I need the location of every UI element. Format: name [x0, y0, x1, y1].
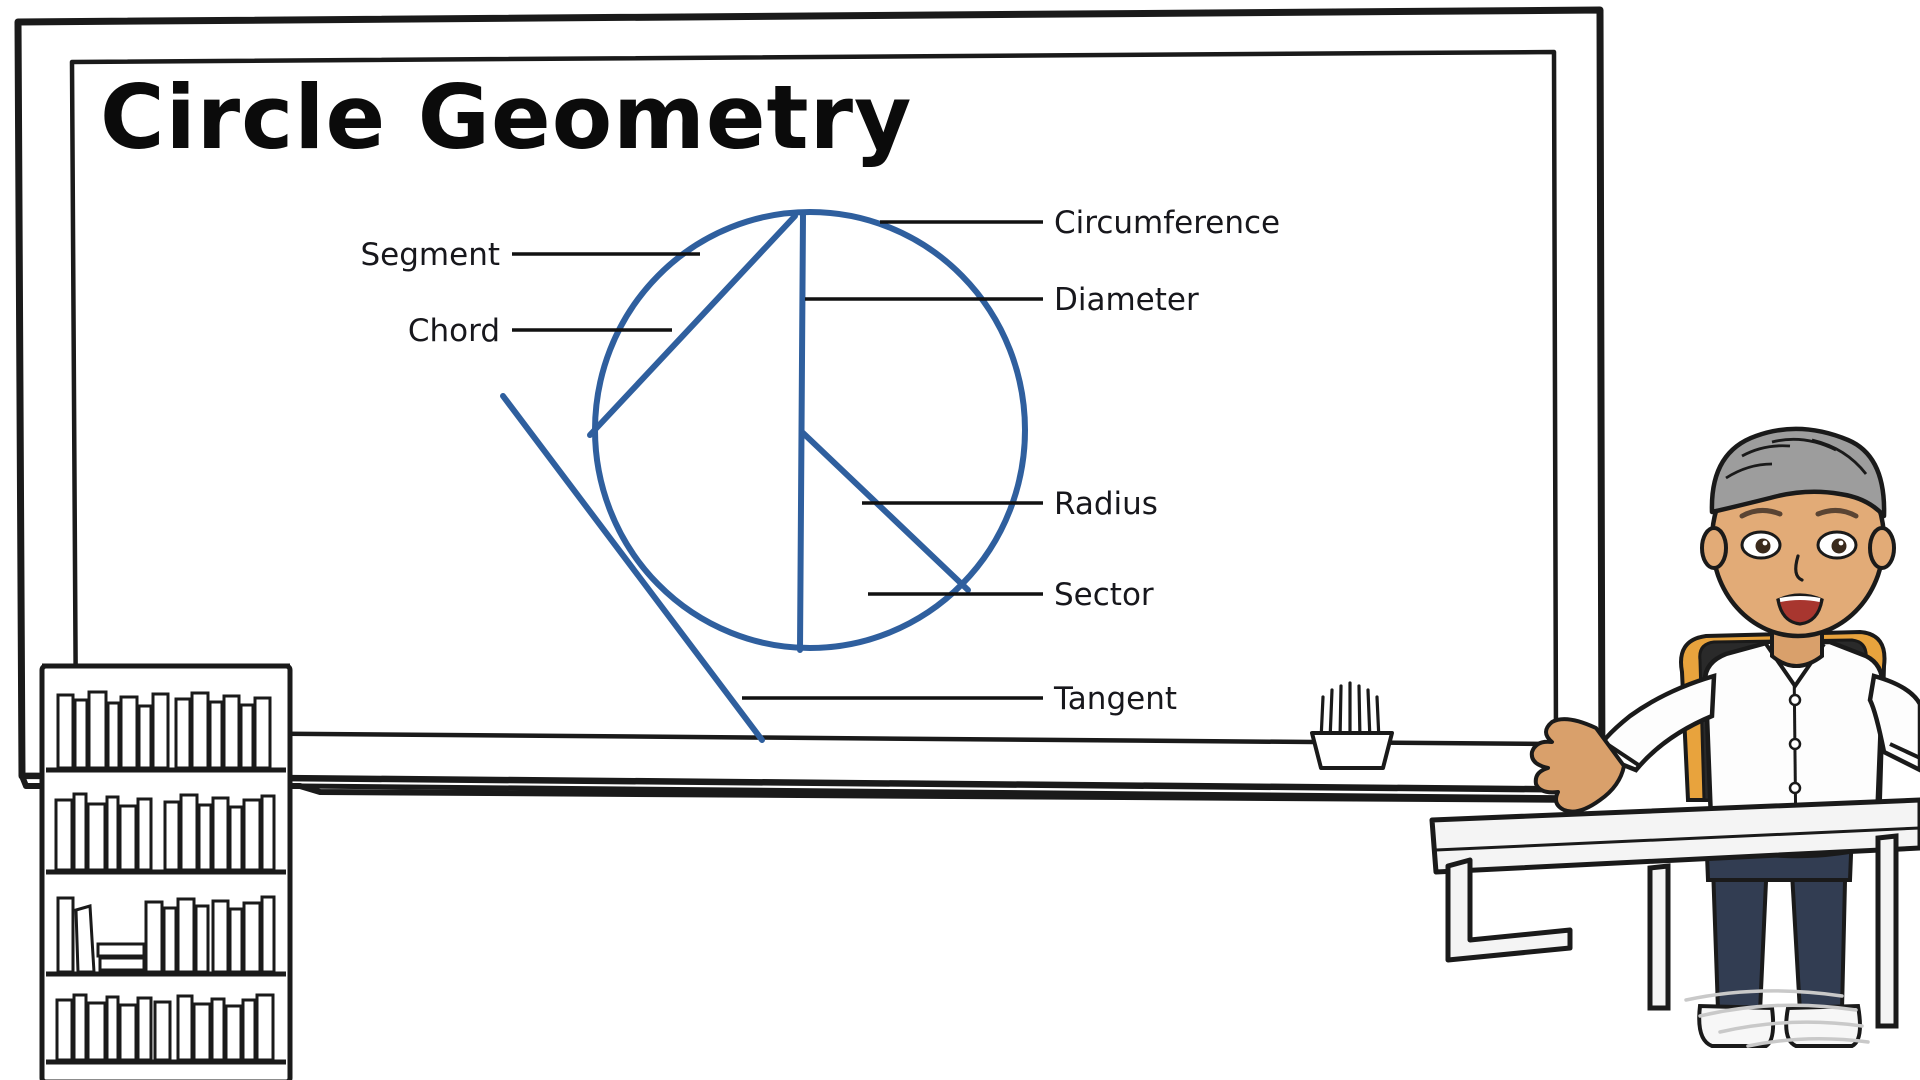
shirt-buttons — [1788, 693, 1802, 795]
radius-line — [799, 429, 971, 593]
avatar-teeth — [1779, 596, 1821, 602]
floor-shadow — [1684, 989, 1870, 1048]
whiteboard[interactable] — [14, 6, 1606, 803]
desk-leg-left — [1445, 857, 1573, 963]
avatar-ear-right — [1868, 526, 1896, 570]
avatar-mouth — [1776, 593, 1824, 626]
avatar-shoe-right — [1784, 1003, 1862, 1048]
bookshelf[interactable] — [39, 663, 293, 1080]
label-radius: Radius — [1054, 486, 1158, 522]
desk-leg-mid — [1647, 863, 1671, 1011]
avatar-eyes — [1740, 530, 1858, 560]
desk[interactable] — [1429, 797, 1920, 1048]
teacher-avatar[interactable] — [1529, 426, 1920, 1048]
label-sector: Sector — [1054, 577, 1154, 613]
avatar-nose — [1794, 554, 1804, 582]
whiteboard-ledge-line — [299, 783, 1593, 801]
shelf-row-1 — [56, 690, 272, 770]
circle-geometry-diagram: Segment Chord Circumference Diameter Rad… — [361, 205, 1280, 743]
board-title: Circle Geometry — [100, 66, 912, 169]
chord-line — [587, 213, 798, 438]
pencil-cup[interactable] — [1310, 681, 1394, 770]
pencil-cup-body — [1310, 731, 1394, 770]
tangent-line — [500, 393, 765, 743]
avatar-shoe-left — [1697, 1003, 1776, 1048]
hair-strands — [1725, 437, 1868, 480]
shelf-row-4 — [55, 993, 275, 1062]
avatar-ear-left — [1700, 526, 1728, 570]
avatar-eyebrow-right — [1815, 508, 1859, 519]
desk-top — [1429, 797, 1920, 875]
avatar-cuff-right — [1889, 742, 1920, 760]
label-chord: Chord — [408, 313, 500, 349]
label-segment: Segment — [361, 237, 501, 273]
shelf-row-2 — [54, 792, 276, 872]
label-circumference: Circumference — [1054, 205, 1280, 241]
avatar-arm-right — [1867, 673, 1920, 773]
avatar-eyebrow-left — [1739, 508, 1783, 519]
label-tangent: Tangent — [1053, 681, 1177, 717]
desk-top-edge — [1435, 826, 1920, 852]
label-diameter: Diameter — [1054, 282, 1199, 318]
desk-leg-right — [1875, 833, 1899, 1029]
avatar-hand-left — [1529, 717, 1626, 814]
shelf-row-3 — [56, 895, 276, 974]
